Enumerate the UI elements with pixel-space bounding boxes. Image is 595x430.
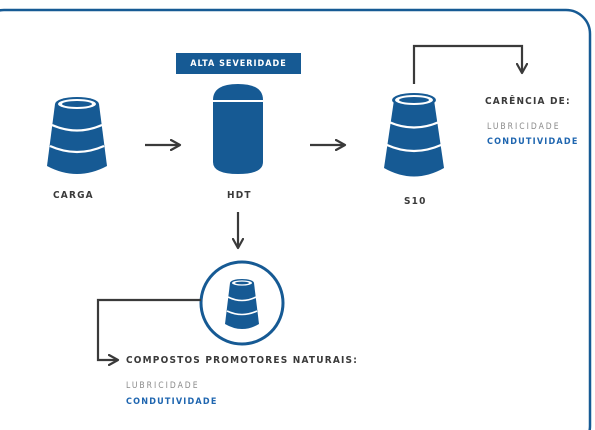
carga-barrel-icon [47, 97, 107, 174]
s10-deficiency-title: CARÊNCIA DE: [485, 96, 571, 107]
hdt-reactor-icon [213, 84, 263, 174]
natural-compounds-title: COMPOSTOS PROMOTORES NATURAIS: [126, 355, 359, 366]
natural-compounds-item-lubricity: LUBRICIDADE [126, 381, 200, 391]
arrow-natural-compounds [96, 298, 201, 360]
severity-badge: ALTA SEVERIDADE [176, 53, 301, 74]
hdt-label: HDT [227, 190, 252, 201]
outer-frame [0, 8, 592, 430]
carga-label: CARGA [53, 190, 94, 201]
s10-barrel-icon [384, 93, 444, 177]
s10-label: S10 [404, 196, 427, 207]
s10-deficiency-item-lubricity: LUBRICIDADE [487, 122, 561, 132]
s10-deficiency-item-conductivity: CONDUTIVIDADE [487, 137, 579, 147]
natural-compounds-item-conductivity: CONDUTIVIDADE [126, 397, 218, 407]
natural-compounds-icon [199, 260, 285, 346]
arrow-s10-deficiency [412, 44, 522, 84]
